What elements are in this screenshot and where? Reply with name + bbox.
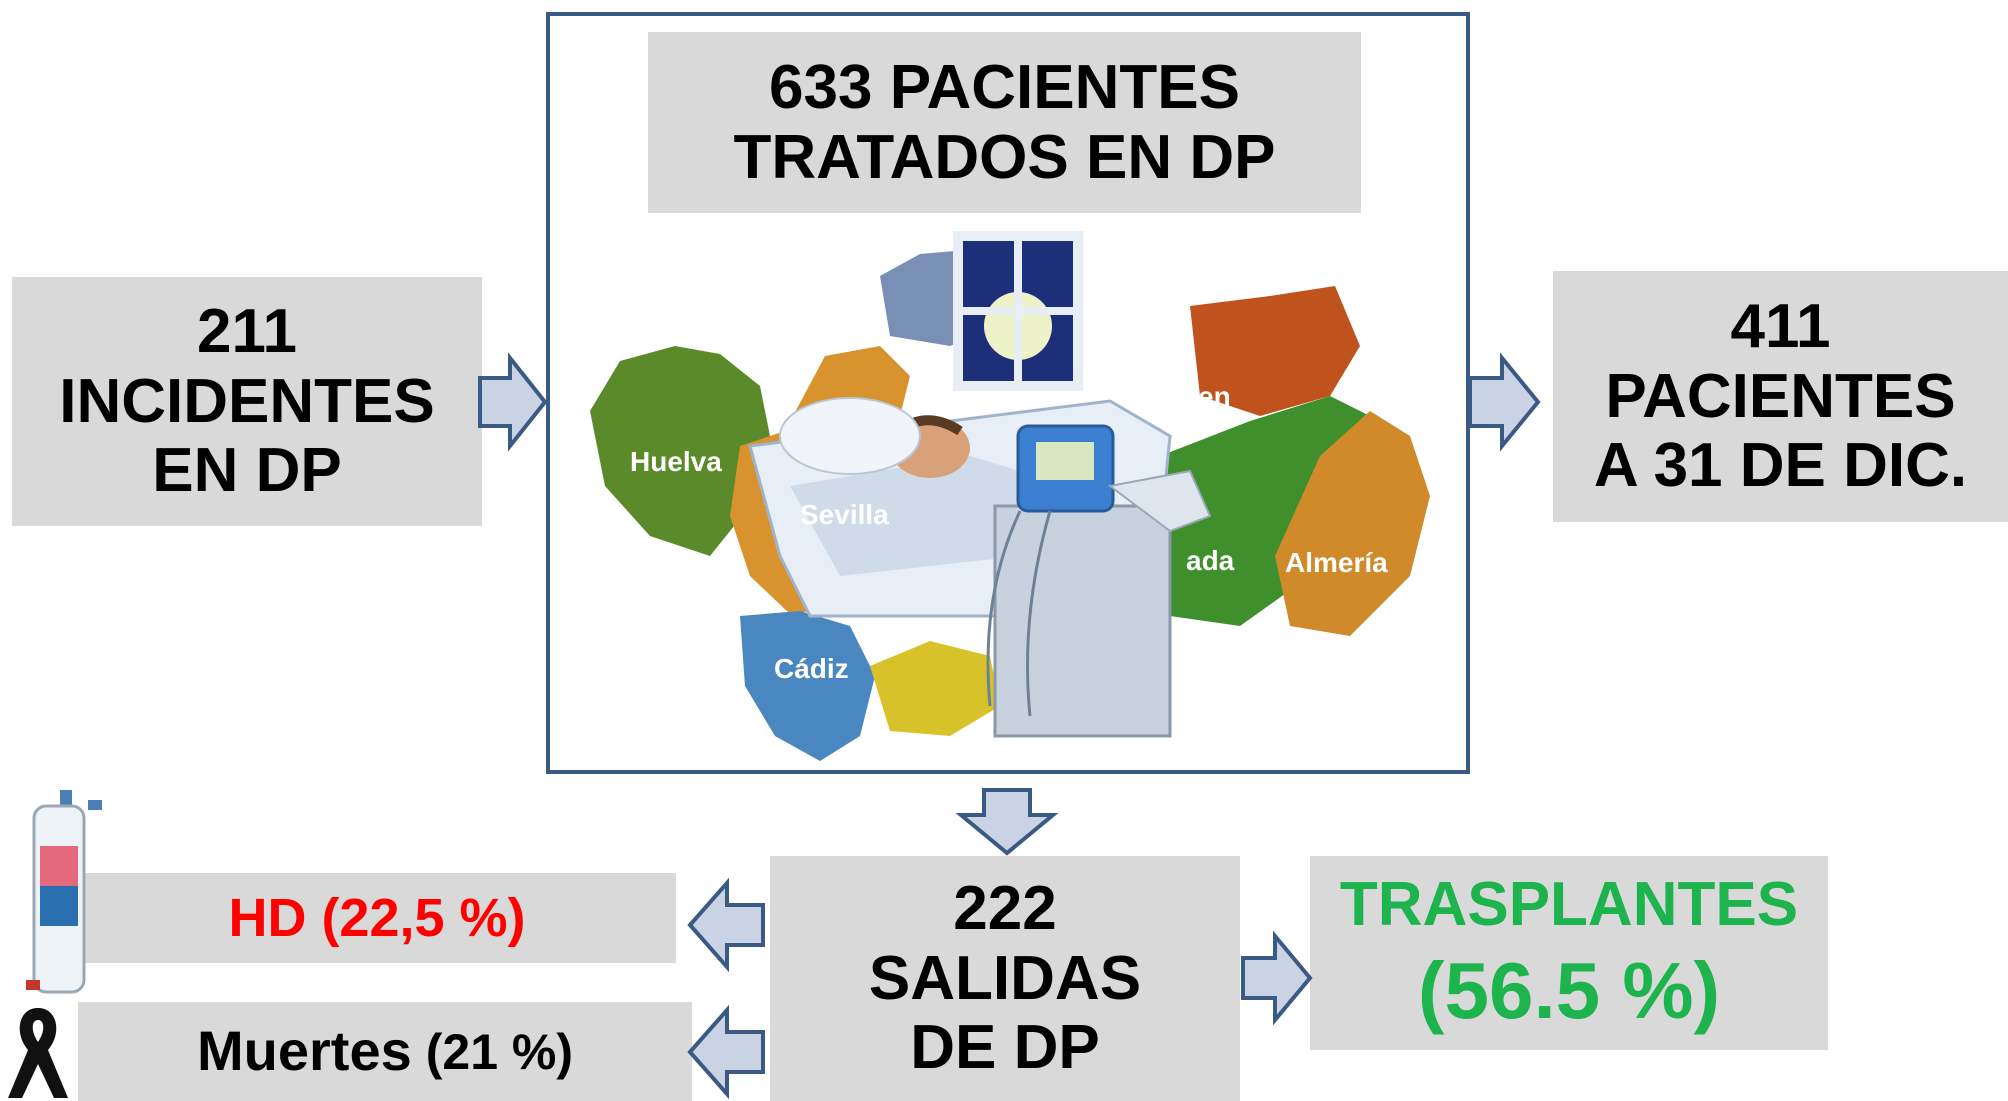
- trasplantes-pct: (56.5 %): [1417, 945, 1721, 1035]
- map-label-huelva: Huelva: [630, 446, 722, 477]
- pacientes-dic-count: 411: [1730, 292, 1831, 362]
- hd-label: HD (22,5 %): [228, 887, 526, 948]
- arrow-center-to-salidas: [955, 788, 1059, 856]
- tratados-line1: 633 PACIENTES: [769, 53, 1240, 123]
- map-label-granada: ada: [1186, 545, 1235, 576]
- incidentes-box: 211 INCIDENTES EN DP: [12, 277, 482, 526]
- map-label-sevilla: Sevilla: [800, 499, 889, 530]
- salidas-label: SALIDAS: [868, 943, 1142, 1013]
- salidas-sublabel: DE DP: [910, 1013, 1100, 1083]
- incidentes-sublabel: EN DP: [152, 436, 342, 506]
- salidas-count: 222: [953, 874, 1057, 944]
- muertes-box: Muertes (21 %): [78, 1002, 692, 1101]
- map-label-almeria: Almería: [1285, 547, 1388, 578]
- pacientes-dic-label: PACIENTES: [1605, 361, 1956, 431]
- pacientes-dic-date: A 31 DE DIC.: [1593, 431, 1968, 501]
- andalucia-map-illustration: Huelva Sevilla Cádiz en ada Almería: [590, 231, 1430, 761]
- arrow-salidas-to-hd: [687, 877, 765, 973]
- map-region-huelva: [590, 346, 772, 556]
- arrow-salidas-to-trasplantes: [1241, 930, 1313, 1026]
- trasplantes-box: TRASPLANTES (56.5 %): [1310, 856, 1828, 1050]
- incidentes-count: 211: [196, 297, 298, 367]
- tratados-box: 633 PACIENTES TRATADOS EN DP: [648, 32, 1361, 213]
- pacientes-dic-box: 411 PACIENTES A 31 DE DIC.: [1553, 271, 2008, 522]
- muertes-pct: (21 %): [425, 1023, 573, 1080]
- map-region-malaga: [870, 641, 1000, 736]
- arrow-center-to-pacientes: [1468, 352, 1541, 452]
- map-label-cadiz: Cádiz: [774, 653, 849, 684]
- muertes-label: Muertes: [197, 1019, 412, 1083]
- dialyzer-icon: [26, 790, 102, 994]
- salidas-box: 222 SALIDAS DE DP: [770, 856, 1240, 1101]
- arrow-incidentes-to-center: [478, 352, 548, 452]
- map-region-granada: [1150, 396, 1370, 626]
- map-region-almeria: [1275, 411, 1430, 636]
- map-label-jaen: en: [1198, 381, 1231, 412]
- arrow-salidas-to-muertes: [687, 1004, 765, 1100]
- trasplantes-label: TRASPLANTES: [1339, 870, 1799, 940]
- map-region-cadiz: [740, 611, 875, 761]
- tratados-line2: TRATADOS EN DP: [733, 122, 1276, 192]
- map-region-jaen: [1190, 286, 1360, 416]
- incidentes-label: INCIDENTES: [59, 366, 435, 436]
- hd-box: HD (22,5 %): [78, 873, 676, 963]
- mourning-ribbon-icon: [8, 1008, 68, 1098]
